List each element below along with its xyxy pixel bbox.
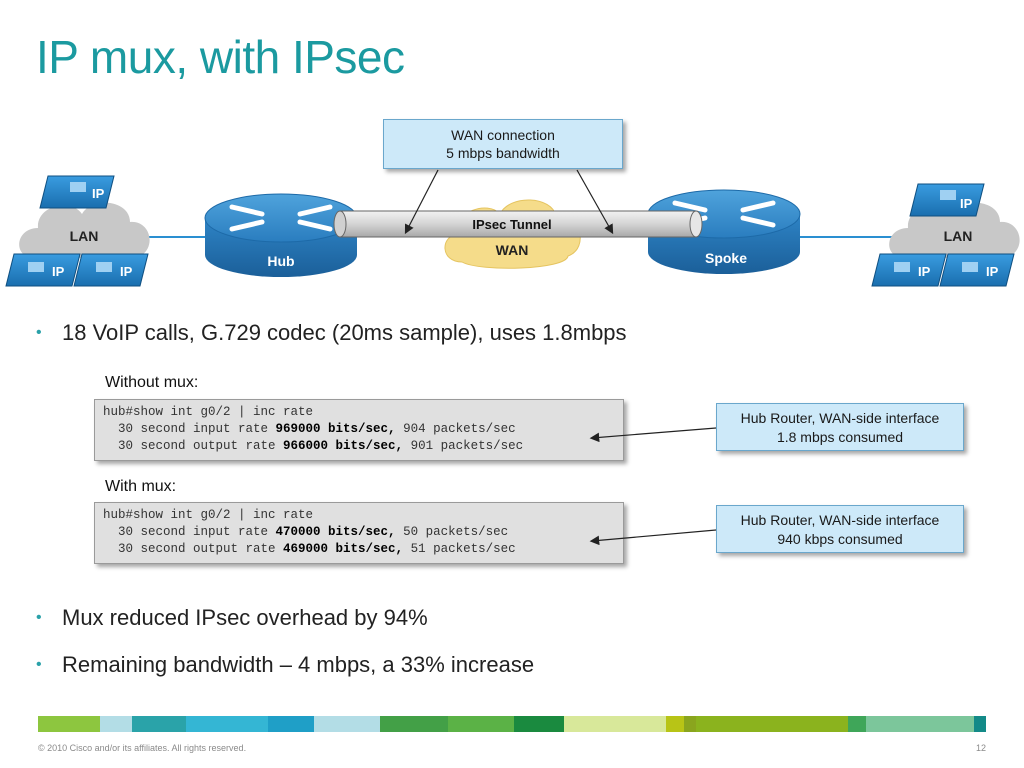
with-mux-callout: Hub Router, WAN-side interface 940 kbps …	[716, 505, 964, 553]
cli-command: hub#show int g0/2 | inc rate	[103, 508, 314, 522]
bullet-dot-icon: •	[36, 324, 42, 341]
input-rate: 470000 bits/sec,	[275, 525, 396, 539]
lan-right-label: LAN	[944, 228, 973, 244]
lan-left-label: LAN	[70, 228, 99, 244]
ip-phone-icon: IP	[5, 253, 81, 287]
page-number: 12	[976, 743, 987, 753]
bullet-text: 18 VoIP calls, G.729 codec (20ms sample)…	[62, 320, 627, 345]
wan-label: WAN	[496, 242, 529, 258]
svg-text:IP: IP	[92, 186, 105, 201]
ipsec-tunnel: IPsec Tunnel	[333, 210, 703, 238]
svg-text:IP: IP	[960, 196, 973, 211]
bullet-text: Remaining bandwidth – 4 mbps, a 33% incr…	[62, 652, 535, 677]
spoke-label: Spoke	[705, 250, 747, 266]
ip-phone-icon: IP	[909, 183, 985, 217]
without-mux-callout: Hub Router, WAN-side interface 1.8 mbps …	[716, 403, 964, 451]
svg-text:IP: IP	[52, 264, 65, 279]
hub-label: Hub	[267, 253, 294, 269]
with-mux-arrow	[589, 529, 717, 546]
bullet-dot-icon: •	[36, 609, 42, 626]
without-mux-arrow	[589, 427, 717, 443]
output-rate: 966000 bits/sec,	[283, 439, 404, 453]
ip-phone-icon: IP	[871, 253, 947, 287]
wan-callout-arrow-left	[404, 169, 439, 235]
bullet-text: Mux reduced IPsec overhead by 94%	[62, 605, 428, 630]
wan-callout-arrow-right	[576, 169, 614, 235]
without-mux-label: Without mux:	[105, 374, 199, 391]
with-mux-label: With mux:	[105, 478, 177, 495]
ip-phone-icon: IP	[39, 175, 115, 209]
copyright-footer: © 2010 Cisco and/or its affiliates. All …	[38, 743, 247, 753]
bullet-item: • 18 VoIP calls, G.729 codec (20ms sampl…	[36, 320, 627, 346]
hub-router-icon: Hub	[204, 193, 358, 277]
callout-arrows	[589, 427, 717, 546]
with-mux-output: hub#show int g0/2 | inc rate 30 second i…	[94, 502, 624, 564]
bullet-item: • Mux reduced IPsec overhead by 94%	[36, 605, 428, 631]
cli-command: hub#show int g0/2 | inc rate	[103, 405, 314, 419]
svg-text:IP: IP	[918, 264, 931, 279]
tunnel-label: IPsec Tunnel	[472, 217, 551, 232]
wan-callout-line1: WAN connection	[451, 127, 555, 143]
page-title: IP mux, with IPsec	[36, 31, 405, 83]
lan-cloud-left: LAN	[19, 202, 150, 258]
bullet-item: • Remaining bandwidth – 4 mbps, a 33% in…	[36, 652, 535, 678]
network-diagram: LAN LAN IP IP IP IP IP IP WAN	[5, 169, 1020, 287]
bullet-dot-icon: •	[36, 656, 42, 673]
without-mux-output: hub#show int g0/2 | inc rate 30 second i…	[94, 399, 624, 461]
svg-text:IP: IP	[986, 264, 999, 279]
wan-callout-line2: 5 mbps bandwidth	[446, 145, 560, 161]
ip-phone-icon: IP	[73, 253, 149, 287]
ip-phone-icon: IP	[939, 253, 1015, 287]
wan-connection-callout: WAN connection 5 mbps bandwidth	[383, 119, 623, 169]
svg-text:IP: IP	[120, 264, 133, 279]
input-rate: 969000 bits/sec,	[275, 422, 396, 436]
output-rate: 469000 bits/sec,	[283, 542, 404, 556]
